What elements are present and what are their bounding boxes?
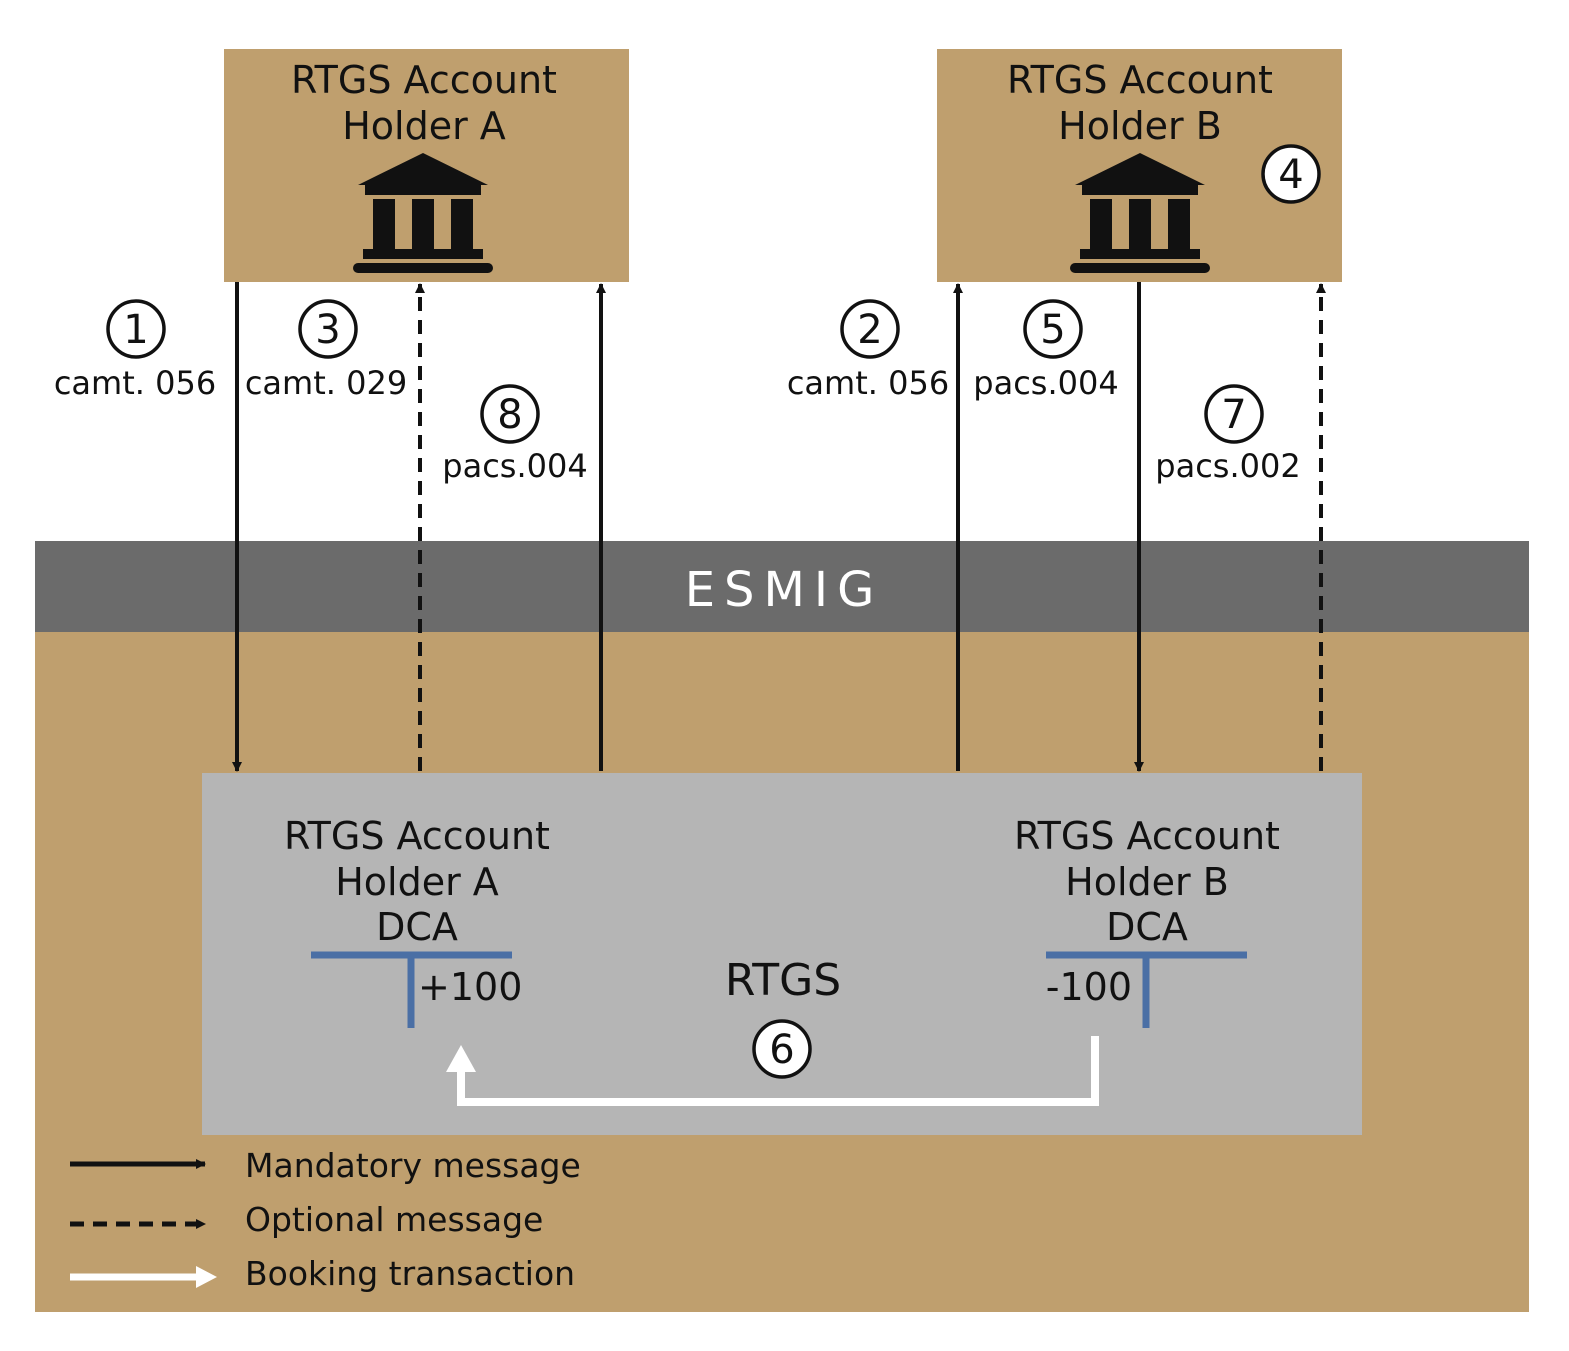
legend-mandatory-label: Mandatory message (245, 1146, 581, 1185)
holder-a-title-line1: RTGS Account (291, 58, 557, 102)
booking-arrow (457, 1036, 1099, 1106)
step-8: 8 (480, 384, 540, 444)
step-8-message: pacs.004 (442, 447, 587, 485)
holder-a-title-line2: Holder A (342, 104, 506, 148)
esmig-band (35, 541, 1529, 632)
step-1-message: camt. 056 (54, 364, 216, 402)
dca-b-line3: DCA (1106, 905, 1188, 949)
legend-optional-label: Optional message (245, 1200, 543, 1239)
dca-b-amount: -100 (1046, 965, 1132, 1009)
rtgs-label: RTGS (725, 955, 841, 1006)
step-7-message: pacs.002 (1155, 447, 1300, 485)
step-8-number: 8 (497, 392, 522, 438)
booking-arrow-head (446, 1045, 476, 1072)
dca-b-line1: RTGS Account (1014, 814, 1280, 858)
dca-a-amount: +100 (418, 965, 522, 1009)
step-3-number: 3 (315, 307, 340, 353)
step-3: 3 (298, 299, 358, 359)
step-4: 4 (1261, 144, 1321, 204)
step-6: 6 (752, 1019, 812, 1079)
dca-a-line3: DCA (376, 905, 458, 949)
step-3-message: camt. 029 (245, 364, 407, 402)
dca-a-line2: Holder A (335, 860, 499, 904)
step-4-number: 4 (1278, 152, 1303, 198)
step-2-message: camt. 056 (787, 364, 949, 402)
step-1: 1 (106, 299, 166, 359)
dca-a-line1: RTGS Account (284, 814, 550, 858)
dca-b-line2: Holder B (1065, 860, 1229, 904)
step-2: 2 (840, 299, 900, 359)
step-5: 5 (1023, 299, 1083, 359)
step-7: 7 (1204, 384, 1264, 444)
legend-booking-label: Booking transaction (245, 1254, 575, 1293)
step-7-number: 7 (1221, 392, 1246, 438)
step-1-number: 1 (123, 307, 148, 353)
holder-b-title-line1: RTGS Account (1007, 58, 1273, 102)
step-2-number: 2 (857, 307, 882, 353)
step-6-number: 6 (769, 1027, 794, 1073)
esmig-label: ESMIG (685, 562, 884, 618)
holder-b-title-line2: Holder B (1058, 104, 1222, 148)
step-5-message: pacs.004 (973, 364, 1118, 402)
legend-booking-arrow-head (196, 1266, 217, 1288)
step-5-number: 5 (1040, 307, 1065, 353)
